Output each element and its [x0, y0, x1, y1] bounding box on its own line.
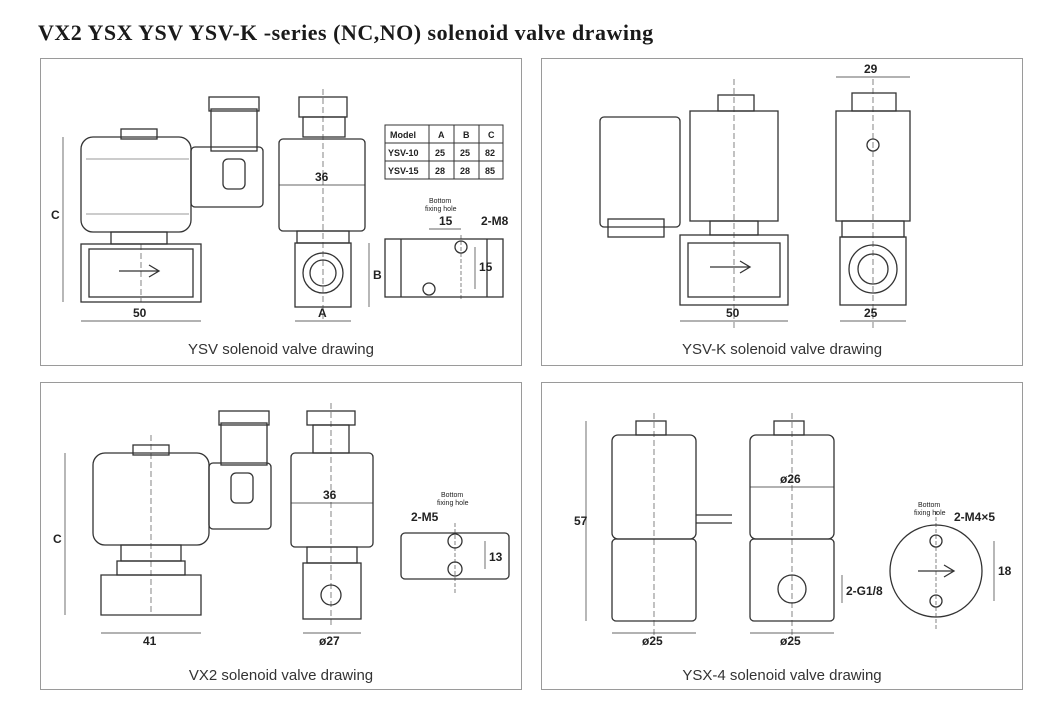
- ysv-drawing: Model A B C YSV-10 25 25 82 YSV-15 28 28…: [51, 89, 509, 322]
- ysv-hole-label: fixing hole: [425, 206, 457, 213]
- ysv-table-cell: 25: [435, 148, 445, 158]
- ysvk-drawing: 29 50 25: [599, 62, 911, 331]
- vx2-dim-c: C: [53, 532, 62, 546]
- ysv-dim-15v: 15: [479, 260, 493, 274]
- ysv-hole-label: Bottom: [429, 198, 451, 205]
- panel-ysx: 57 ø26 ø25 ø25 2-G1/8 2-M4×5 18 Bottom f…: [541, 382, 1023, 690]
- ysv-table-cell: 25: [460, 148, 470, 158]
- ysx-dim-18: 18: [998, 564, 1012, 578]
- ysv-dim-36: 36: [315, 170, 329, 184]
- vx2-dim-13: 13: [489, 550, 503, 564]
- vx2-hole-label: Bottom: [441, 492, 463, 499]
- ysv-table-header-a: A: [438, 130, 445, 140]
- ysvk-dim-25: 25: [864, 306, 878, 320]
- ysx-drawing: 57 ø26 ø25 ø25 2-G1/8 2-M4×5 18 Bottom f…: [574, 413, 1012, 648]
- ysvk-dim-29: 29: [864, 62, 878, 76]
- ysv-table-cell: YSV-10: [388, 148, 419, 158]
- vx2-dim-27: ø27: [319, 634, 340, 648]
- ysx-dim-26: ø26: [780, 472, 801, 486]
- ysv-table-cell: 82: [485, 148, 495, 158]
- ysv-table-cell: YSV-15: [388, 166, 419, 176]
- ysv-table-header-c: C: [488, 130, 495, 140]
- ysv-caption: YSV solenoid valve drawing: [188, 341, 374, 358]
- ysv-dim-m8: 2-M8: [481, 214, 509, 228]
- ysv-dim-15: 15: [439, 214, 453, 228]
- panel-ysv: Model A B C YSV-10 25 25 82 YSV-15 28 28…: [40, 58, 522, 366]
- vx2-dim-m5: 2-M5: [411, 510, 439, 524]
- vx2-drawing: C 41 36 ø27 2-M5 13 Bottom fixing hole: [53, 403, 510, 648]
- ysv-dim-b: B: [373, 268, 382, 282]
- ysvk-dim-50: 50: [726, 306, 740, 320]
- ysx-dim-25b: ø25: [780, 634, 801, 648]
- vx2-hole-label: fixing hole: [437, 500, 469, 507]
- ysx-hole-label: Bottom: [918, 502, 940, 509]
- ysv-table-header-model: Model: [390, 130, 416, 140]
- ysx-dim-57: 57: [574, 514, 588, 528]
- ysv-table-cell: 85: [485, 166, 495, 176]
- panel-ysv-k: 29 50 25 YSV-K solenoid valve drawing: [541, 58, 1023, 366]
- ysv-dim-50: 50: [133, 306, 147, 320]
- ysv-table-cell: 28: [435, 166, 445, 176]
- panel-vx2: C 41 36 ø27 2-M5 13 Bottom fixing hole V…: [40, 382, 522, 690]
- ysv-dim-c: C: [51, 208, 60, 222]
- ysv-table-cell: 28: [460, 166, 470, 176]
- vx2-dim-36: 36: [323, 488, 337, 502]
- ysx-caption: YSX-4 solenoid valve drawing: [682, 667, 882, 684]
- ysx-dim-25a: ø25: [642, 634, 663, 648]
- ysvk-caption: YSV-K solenoid valve drawing: [681, 341, 883, 358]
- ysx-dim-m4: 2-M4×5: [954, 510, 995, 524]
- page-title: VX2 YSX YSV YSV-K -series (NC,NO) soleno…: [38, 20, 654, 45]
- ysv-dim-a: A: [318, 306, 327, 320]
- vx2-dim-41: 41: [143, 634, 157, 648]
- vx2-caption: VX2 solenoid valve drawing: [188, 667, 374, 684]
- ysv-table-header-b: B: [463, 130, 470, 140]
- ysx-hole-label: fixing hole: [914, 510, 946, 517]
- ysx-dim-g18: 2-G1/8: [846, 584, 883, 598]
